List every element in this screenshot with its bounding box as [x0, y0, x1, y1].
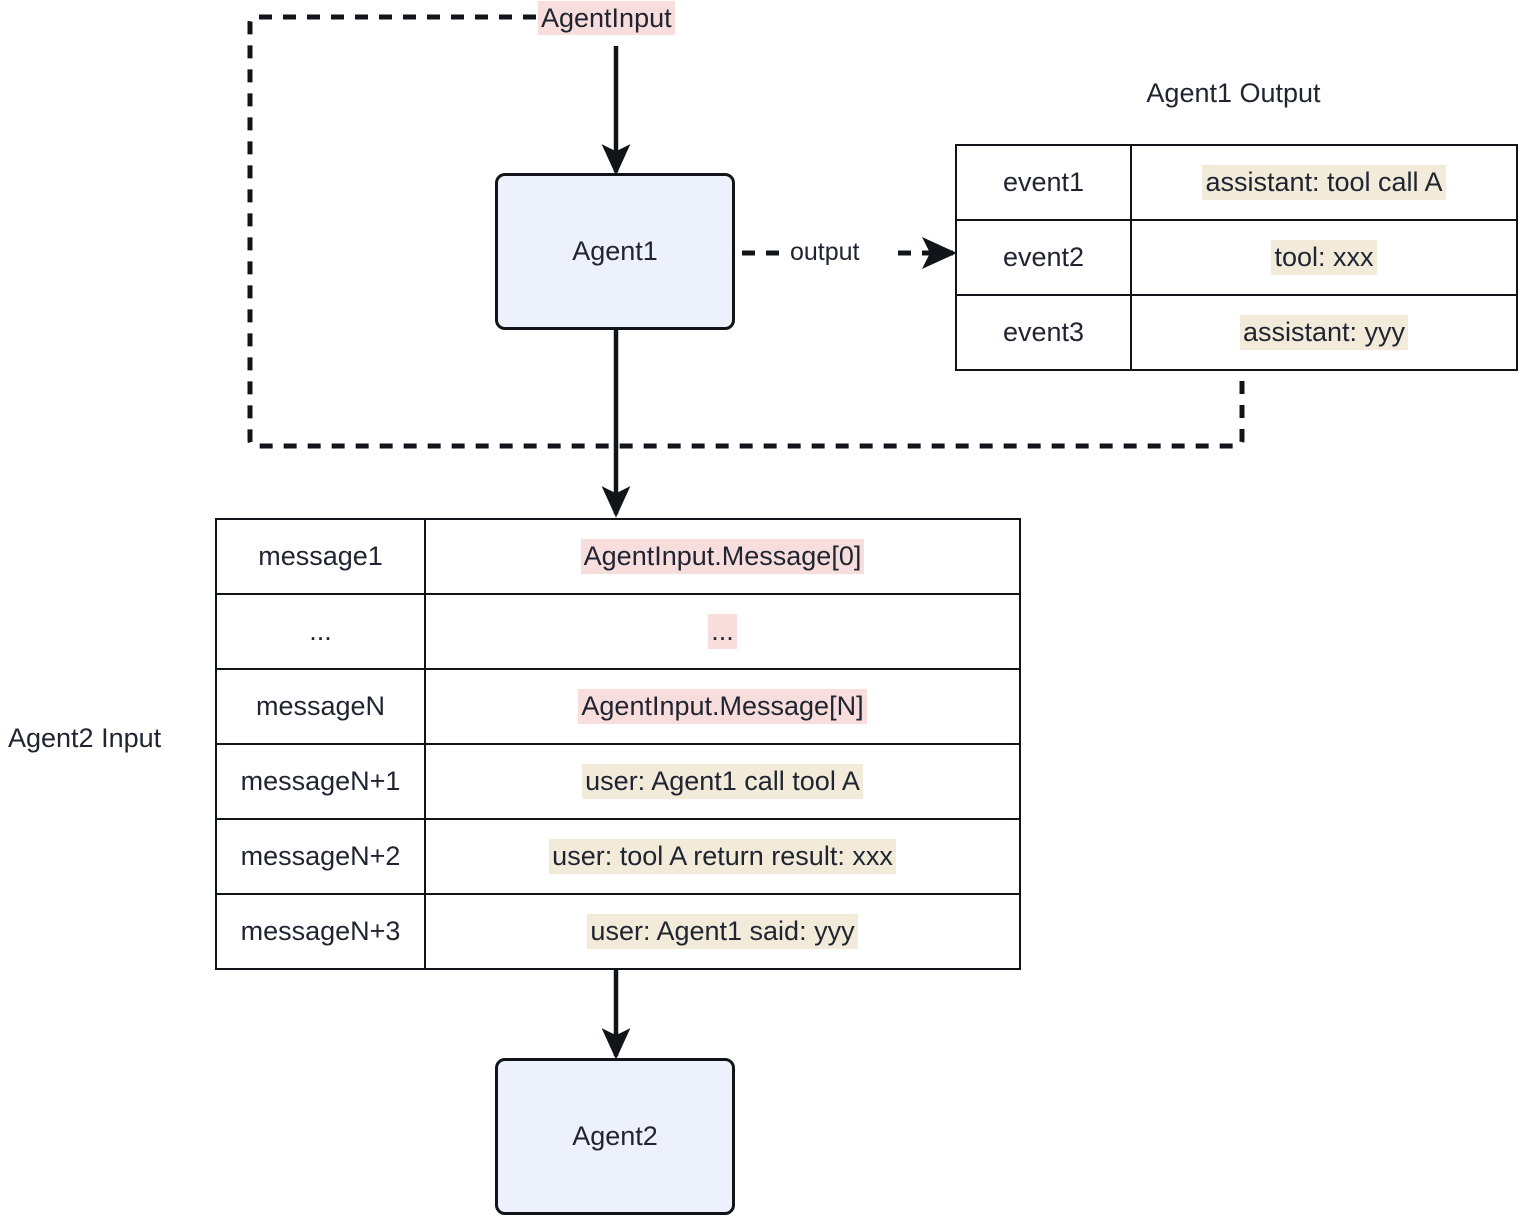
- node-agent2-label: Agent2: [572, 1121, 658, 1151]
- event-value-cell: assistant: tool call A: [1130, 144, 1518, 221]
- message-value-text: user: Agent1 said: yyy: [587, 914, 858, 949]
- table-row: messageN AgentInput.Message[N]: [215, 668, 1021, 745]
- message-key-cell: messageN+1: [215, 743, 426, 820]
- message-value-text: user: Agent1 call tool A: [582, 764, 863, 799]
- message-key-cell: ...: [215, 593, 426, 670]
- message-value-cell: ...: [424, 593, 1021, 670]
- message-value-cell: user: Agent1 call tool A: [424, 743, 1021, 820]
- event-value-cell: assistant: yyy: [1130, 294, 1518, 371]
- event-value-cell: tool: xxx: [1130, 219, 1518, 296]
- event-key-cell: event1: [955, 144, 1132, 221]
- node-agent2[interactable]: Agent2: [495, 1058, 735, 1215]
- message-key-cell: messageN: [215, 668, 426, 745]
- message-value-text: user: tool A return result: xxx: [549, 839, 896, 874]
- agent-input-label: AgentInput: [538, 1, 675, 35]
- event-value-text: assistant: tool call A: [1202, 165, 1446, 200]
- message-value-text: ...: [708, 614, 737, 649]
- message-value-cell: user: tool A return result: xxx: [424, 818, 1021, 895]
- table-row: messageN+3 user: Agent1 said: yyy: [215, 893, 1021, 970]
- agent1-output-table: event1 assistant: tool call A event2 too…: [955, 144, 1518, 371]
- table-row: event3 assistant: yyy: [955, 294, 1518, 371]
- table-row: ... ...: [215, 593, 1021, 670]
- event-key-cell: event2: [955, 219, 1132, 296]
- output-edge-label: output: [790, 238, 860, 267]
- message-key-cell: messageN+3: [215, 893, 426, 970]
- message-value-cell: user: Agent1 said: yyy: [424, 893, 1021, 970]
- table-row: event1 assistant: tool call A: [955, 144, 1518, 221]
- message-value-text: AgentInput.Message[N]: [578, 689, 867, 724]
- message-value-text: AgentInput.Message[0]: [580, 539, 865, 574]
- node-agent1-label: Agent1: [572, 236, 658, 266]
- table-row: messageN+2 user: tool A return result: x…: [215, 818, 1021, 895]
- event-value-text: assistant: yyy: [1239, 315, 1409, 350]
- event-key-cell: event3: [955, 294, 1132, 371]
- table-row: event2 tool: xxx: [955, 219, 1518, 296]
- node-agent1[interactable]: Agent1: [495, 173, 735, 330]
- agent1-output-title: Agent1 Output: [1146, 78, 1321, 108]
- event-value-text: tool: xxx: [1271, 240, 1377, 275]
- message-key-cell: message1: [215, 518, 426, 595]
- message-key-cell: messageN+2: [215, 818, 426, 895]
- table-row: message1 AgentInput.Message[0]: [215, 518, 1021, 595]
- message-value-cell: AgentInput.Message[N]: [424, 668, 1021, 745]
- agent2-input-title: Agent2 Input: [8, 723, 162, 753]
- table-row: messageN+1 user: Agent1 call tool A: [215, 743, 1021, 820]
- message-value-cell: AgentInput.Message[0]: [424, 518, 1021, 595]
- agent-input-label-text: AgentInput: [538, 1, 675, 35]
- agent2-input-table: message1 AgentInput.Message[0] ... ... m…: [215, 518, 1021, 970]
